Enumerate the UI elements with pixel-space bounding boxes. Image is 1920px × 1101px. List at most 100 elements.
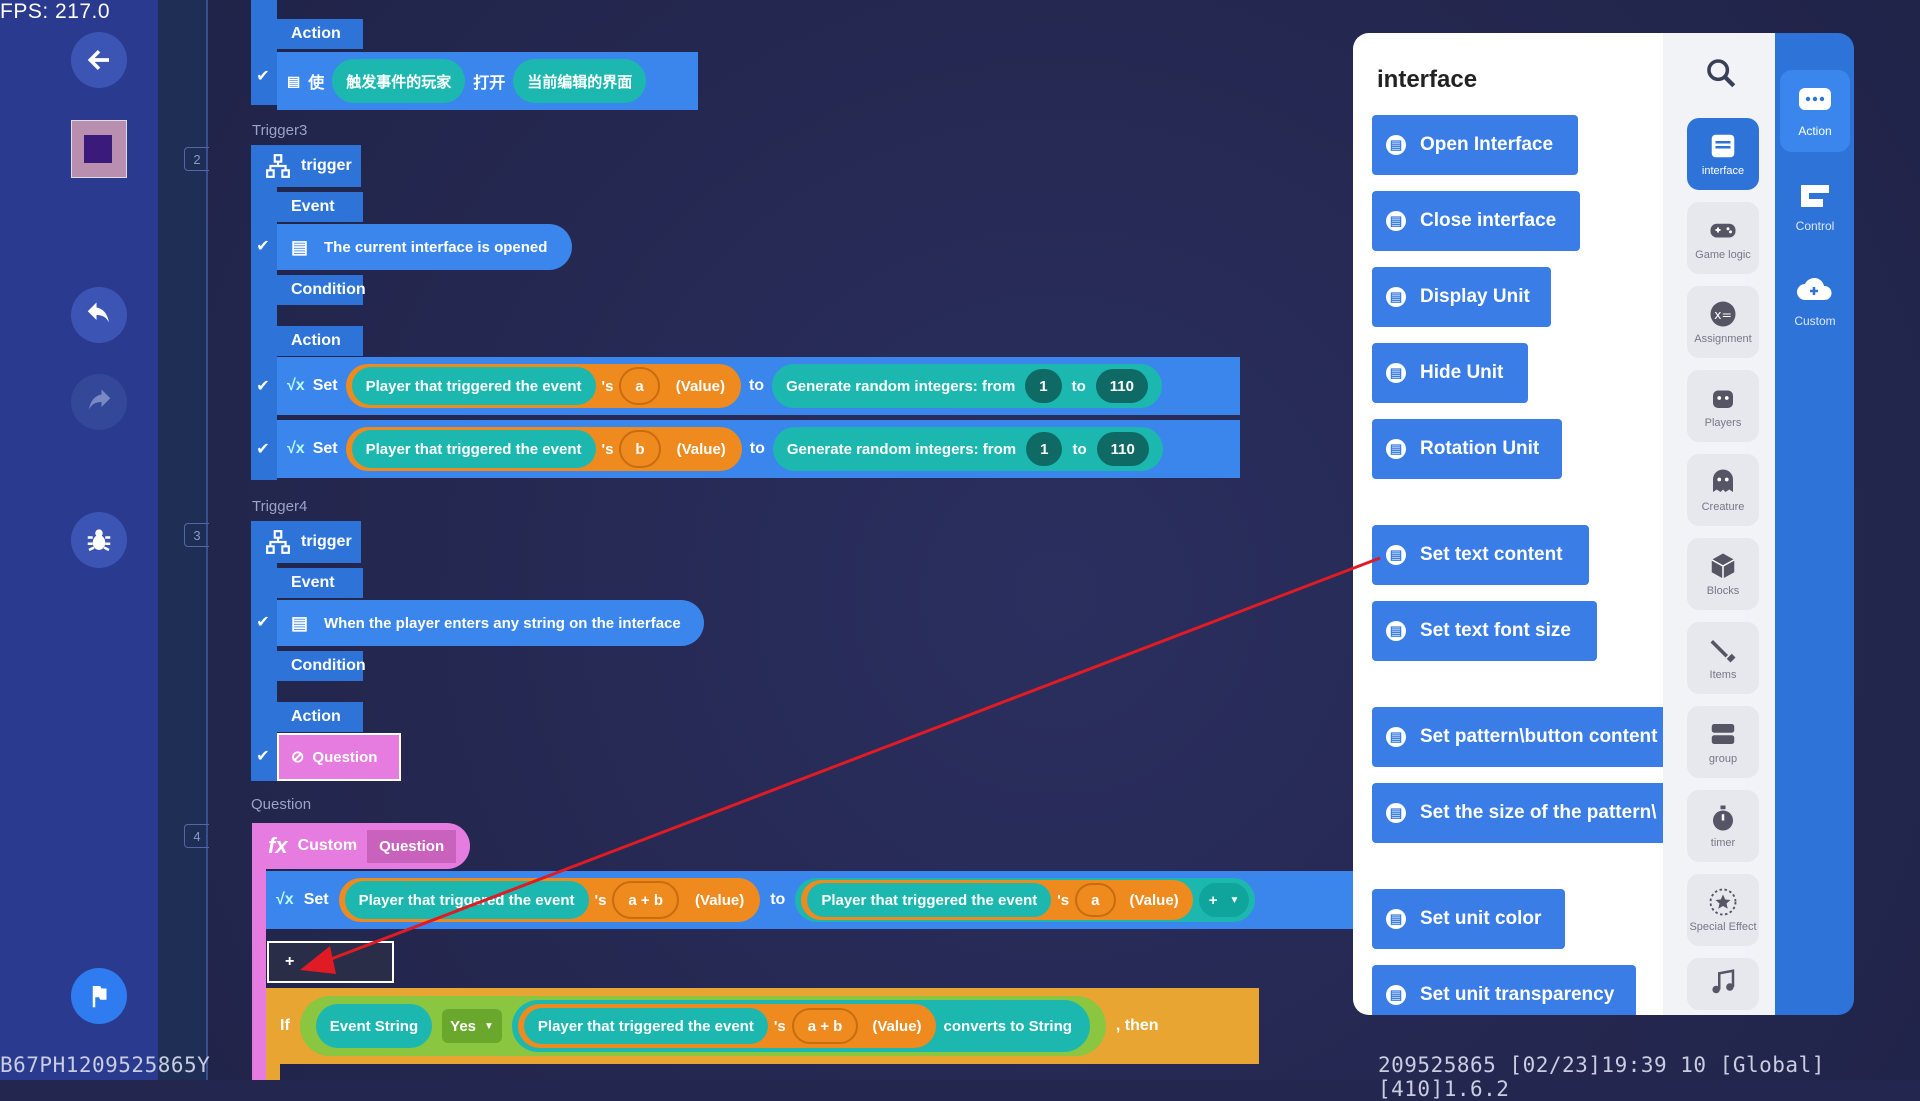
trigger4-head[interactable]: trigger [251, 521, 361, 563]
player-var-group[interactable]: Player that triggered the event 's a (Va… [345, 364, 741, 408]
event-string-pill[interactable]: Event String [315, 1004, 433, 1048]
trigger4-event-label: Event [251, 568, 363, 598]
interface-icon: ▤ [1386, 439, 1406, 459]
var-pill[interactable]: a [1075, 883, 1116, 917]
category-game-logic[interactable]: Game logic [1687, 202, 1759, 274]
search-button[interactable] [1704, 56, 1738, 95]
set-pattern-size-block[interactable]: ▤ Set the size of the pattern\ [1372, 783, 1669, 843]
target-pill[interactable]: 触发事件的玩家 [332, 59, 466, 103]
interface-icon: ▤ [1386, 803, 1406, 823]
block-label: Set the size of the pattern\ [1420, 802, 1657, 823]
undo-button[interactable] [71, 287, 127, 343]
open-interface-block[interactable]: ▤Open Interface [1372, 115, 1578, 175]
player-var-group[interactable]: Player that triggered the event 's a + b… [517, 1004, 936, 1048]
convert-block[interactable]: Player that triggered the event 's a + b… [511, 1000, 1090, 1052]
check-icon[interactable]: ✔ [256, 378, 270, 395]
var-pill[interactable]: a [619, 367, 660, 405]
check-icon[interactable]: ✔ [256, 441, 270, 458]
interface-icon: ▤ [291, 236, 309, 257]
check-icon[interactable]: ✔ [256, 748, 270, 765]
question-set-row[interactable]: √x Set Player that triggered the event '… [266, 871, 1354, 929]
trigger3-event-block[interactable]: ▤ The current interface is opened [277, 224, 572, 270]
player-var-group[interactable]: Player that triggered the event 's a (Va… [801, 880, 1193, 920]
set-text-content-block[interactable]: ▤Set text content [1372, 525, 1589, 585]
event-text: The current interface is opened [324, 238, 548, 256]
player-pill[interactable]: Player that triggered the event [351, 430, 596, 468]
back-button[interactable] [71, 32, 127, 88]
player-pill[interactable]: Player that triggered the event [523, 1008, 768, 1044]
player-pill[interactable]: Player that triggered the event [344, 881, 589, 919]
category-players[interactable]: Players [1687, 370, 1759, 442]
category-blocks[interactable]: Blocks [1687, 538, 1759, 610]
category-timer[interactable]: timer [1687, 790, 1759, 862]
tab-custom[interactable]: Custom [1780, 260, 1850, 342]
tab-action[interactable]: Action [1780, 70, 1850, 152]
if-spine [266, 1064, 280, 1080]
question-call-block[interactable]: ⊘ Question [277, 733, 401, 781]
debug-button[interactable] [71, 512, 127, 568]
bug-icon [87, 529, 111, 552]
check-icon[interactable]: ✔ [256, 614, 270, 631]
rotation-unit-block[interactable]: ▤Rotation Unit [1372, 419, 1562, 479]
display-unit-block[interactable]: ▤Display Unit [1372, 267, 1551, 327]
redo-button[interactable] [71, 374, 127, 430]
set-text-font-size-block[interactable]: ▤Set text font size [1372, 601, 1597, 661]
trigger3-head[interactable]: trigger [251, 145, 361, 187]
block-label: Set text content [1420, 544, 1563, 565]
obj-pill[interactable]: 当前编辑的界面 [513, 59, 647, 103]
check-icon[interactable]: ✔ [256, 68, 270, 85]
function-name[interactable]: Question [367, 829, 457, 863]
category-items[interactable]: Items [1687, 622, 1759, 694]
run-button[interactable] [71, 968, 127, 1024]
set-unit-transparency-block[interactable]: ▤Set unit transparency [1372, 965, 1636, 1015]
set-unit-color-block[interactable]: ▤Set unit color [1372, 889, 1565, 949]
if-text: If [280, 1017, 290, 1034]
check-icon[interactable]: ✔ [256, 238, 270, 255]
add-block-slot[interactable]: + [267, 941, 394, 983]
category-assignment[interactable]: x= Assignment [1687, 286, 1759, 358]
undo-icon [87, 302, 109, 323]
block-label: Set pattern\button content [1420, 726, 1658, 747]
compare-block[interactable]: Event String Yes ▼ Player that triggered… [299, 996, 1106, 1056]
category-label: Creature [1701, 501, 1745, 513]
tab-label: Action [1798, 124, 1832, 138]
category-special-effect[interactable]: Special Effect [1687, 874, 1759, 946]
flag-icon [92, 986, 107, 1008]
max-value[interactable]: 110 [1096, 432, 1149, 466]
sqrt-icon: √x [276, 891, 294, 908]
category-interface[interactable]: interface [1687, 118, 1759, 190]
category-creature[interactable]: Creature [1687, 454, 1759, 526]
trigger3-set-row-a[interactable]: √x Set Player that triggered the event '… [277, 357, 1240, 415]
set-pattern-button-content-block[interactable]: ▤Set pattern\button content [1372, 707, 1669, 767]
trigger3-set-row-b[interactable]: √x Set Player that triggered the event '… [277, 420, 1240, 478]
from-value[interactable]: 1 [1026, 432, 1063, 466]
var-pill[interactable]: b [619, 430, 661, 468]
category-audio[interactable] [1687, 958, 1759, 1010]
random-pill[interactable]: Generate random integers: from 1 to 110 [772, 364, 1162, 408]
player-var-group[interactable]: Player that triggered the event 's b (Va… [345, 427, 742, 471]
player-var-group[interactable]: Player that triggered the event 's a + b… [338, 878, 761, 922]
from-value[interactable]: 1 [1025, 369, 1062, 403]
question-if-row[interactable]: If Event String Yes ▼ Player that trigge… [266, 988, 1259, 1064]
random-pill[interactable]: Generate random integers: from 1 to 110 [772, 427, 1163, 471]
category-group[interactable]: group [1687, 706, 1759, 778]
trigger2-action-row[interactable]: ▤ 使 触发事件的玩家 打开 当前编辑的界面 [277, 52, 698, 110]
category-label: Special Effect [1689, 921, 1757, 933]
hide-unit-block[interactable]: ▤Hide Unit [1372, 343, 1528, 403]
map-thumbnail[interactable] [71, 120, 127, 178]
operator-dropdown[interactable]: + ▼ [1198, 883, 1250, 917]
close-interface-block[interactable]: ▤Close interface [1372, 191, 1580, 251]
tab-control[interactable]: Control [1780, 165, 1850, 247]
var-pill[interactable]: a + b [791, 1008, 859, 1044]
yes-text: Yes [450, 1017, 477, 1035]
max-value[interactable]: 110 [1095, 369, 1148, 403]
custom-function-head[interactable]: fx Custom Question [252, 823, 470, 869]
category-label: Items [1709, 669, 1737, 681]
yes-dropdown[interactable]: Yes ▼ [442, 1009, 502, 1043]
player-pill[interactable]: Player that triggered the event [807, 883, 1052, 917]
trigger4-event-block[interactable]: ▤ When the player enters any string on t… [277, 600, 704, 646]
var-pill[interactable]: a + b [612, 881, 680, 919]
player-pill[interactable]: Player that triggered the event [351, 367, 596, 405]
interface-icon: ▤ [1386, 909, 1406, 929]
add-expression[interactable]: Player that triggered the event 's a (Va… [795, 878, 1256, 922]
